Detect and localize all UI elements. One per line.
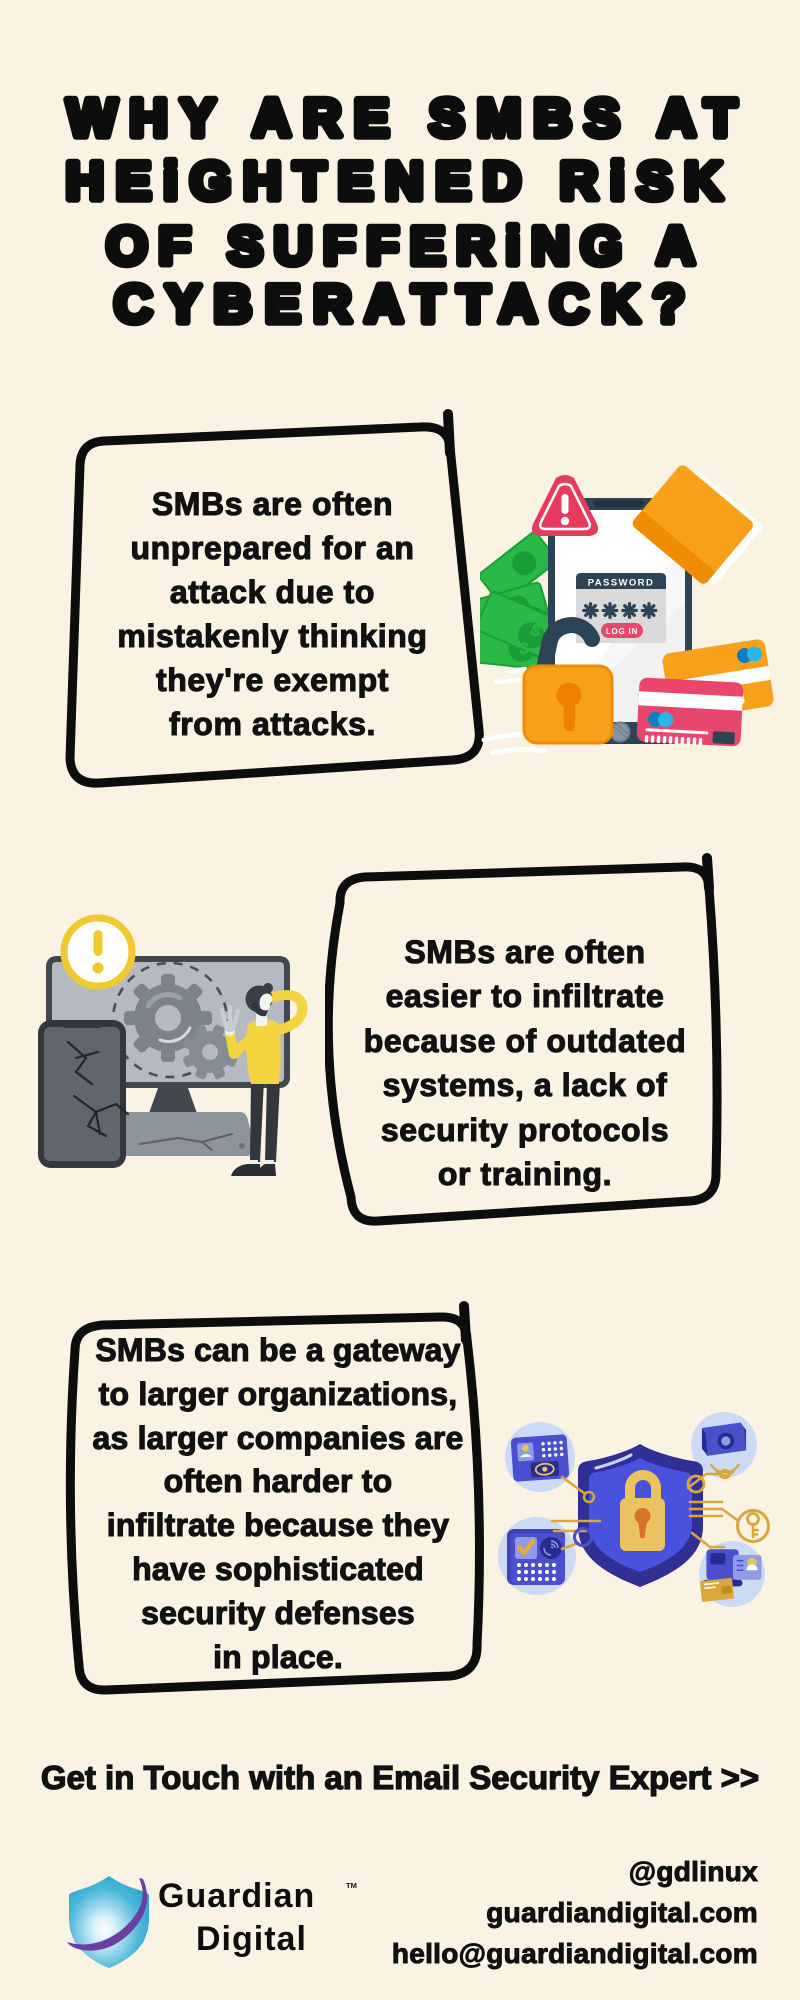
- svg-text:Digital: Digital: [196, 1920, 307, 1958]
- svg-text:LOG IN: LOG IN: [606, 627, 638, 636]
- svg-text:Guardian: Guardian: [158, 1877, 315, 1915]
- svg-text:WHY ARE SMBS AT: WHY ARE SMBS AT: [67, 89, 749, 148]
- svg-text:$: $: [518, 639, 530, 659]
- svg-text:PASSWORD: PASSWORD: [588, 578, 654, 589]
- svg-text:TM: TM: [346, 1881, 357, 1890]
- svg-text:CYBERATTACK?: CYBERATTACK?: [114, 275, 698, 334]
- svg-text:HEiGHTENED RiSK: HEiGHTENED RiSK: [66, 152, 735, 211]
- svg-text:OF SUFFERiNG A: OF SUFFERiNG A: [106, 217, 706, 276]
